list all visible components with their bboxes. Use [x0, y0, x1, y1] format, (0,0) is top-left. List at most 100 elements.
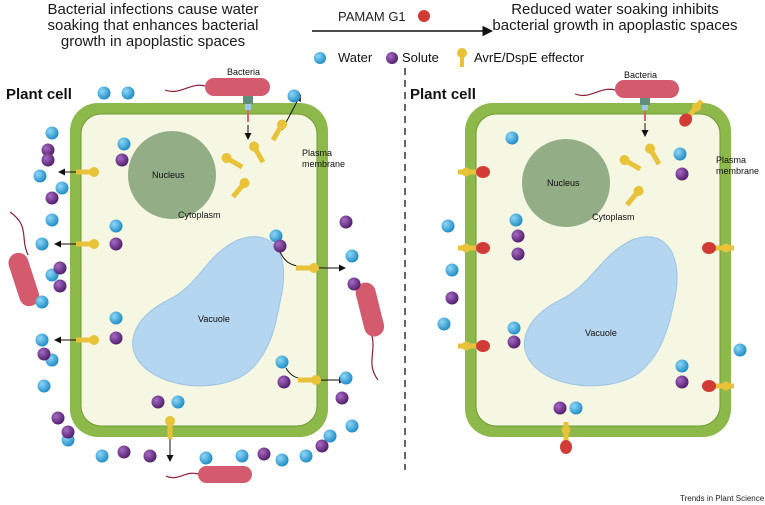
water-molecule [117, 137, 131, 151]
right-cytoplasm-label: Cytoplasm [592, 212, 635, 222]
water-molecule [37, 379, 51, 393]
effector-protein [76, 335, 99, 345]
water-molecule [45, 213, 59, 227]
water-molecule [509, 213, 523, 227]
solute-molecule [51, 411, 65, 425]
solute-molecule [675, 167, 689, 181]
effector-protein [221, 153, 244, 170]
legend-water-icon [314, 52, 326, 64]
water-molecule [109, 219, 123, 233]
blocked-effector [458, 242, 490, 254]
solute-molecule [507, 335, 521, 349]
water-molecule [733, 343, 747, 357]
water-molecule [35, 295, 49, 309]
solute-molecule [53, 279, 67, 293]
left-cytoplasm-label: Cytoplasm [178, 210, 221, 220]
left-vacuole [132, 236, 285, 387]
solute-molecule [109, 237, 123, 251]
right-header-title: Reduced water soaking inhibits bacterial… [492, 1, 738, 34]
effector-protein [76, 239, 99, 249]
water-molecule [35, 237, 49, 251]
effector-protein [625, 185, 644, 207]
solute-molecule [675, 375, 689, 389]
solute-molecule [257, 447, 271, 461]
solute-molecule [143, 449, 157, 463]
water-molecule [323, 429, 337, 443]
right-plasma-membrane-label: Plasma membrane [716, 155, 760, 176]
water-molecule [441, 219, 455, 233]
water-molecule [345, 249, 359, 263]
treatment-label: PAMAM G1 [338, 9, 406, 24]
solute-molecule [109, 331, 123, 345]
solute-molecule [273, 239, 287, 253]
left-bacteria-bottom [165, 466, 252, 483]
water-molecule [287, 89, 301, 103]
solute-molecule [339, 215, 353, 229]
legend-effector-icon [457, 48, 467, 67]
water-molecule [675, 359, 689, 373]
credit-label: Trends in Plant Science [680, 494, 765, 503]
solute-molecule [53, 261, 67, 275]
water-molecule [445, 263, 459, 277]
left-plant-cell [70, 103, 328, 437]
solute-molecule [347, 277, 361, 291]
blocked-effector [702, 380, 734, 392]
solute-molecule [117, 445, 131, 459]
solute-molecule [41, 153, 55, 167]
water-molecule [171, 395, 185, 409]
left-vacuole-label: Vacuole [198, 314, 230, 324]
left-nucleus-label: Nucleus [152, 170, 185, 180]
water-molecule [505, 131, 519, 145]
left-bacteria-label: Bacteria [227, 67, 261, 77]
effector-protein [249, 141, 266, 164]
effector-protein [298, 375, 321, 385]
water-molecule [507, 321, 521, 335]
solute-molecule [151, 395, 165, 409]
water-molecule [569, 401, 583, 415]
effector-protein [270, 119, 287, 142]
blocked-effector [458, 166, 490, 178]
water-molecule [345, 419, 359, 433]
water-molecule [339, 371, 353, 385]
solute-molecule [61, 425, 75, 439]
water-molecule [33, 169, 47, 183]
right-cell-title: Plant cell [410, 86, 476, 103]
water-molecule [437, 317, 451, 331]
right-bacteria-top [574, 80, 679, 137]
water-molecule [35, 333, 49, 347]
left-bacteria-top [164, 78, 270, 140]
legend-solute-label: Solute [402, 50, 439, 65]
effector-protein [619, 155, 642, 172]
effector-protein [165, 416, 175, 439]
left-bacteria-right [355, 282, 385, 381]
solute-molecule [115, 153, 129, 167]
left-cell-title: Plant cell [6, 86, 72, 103]
left-header-title: Bacterial infections cause water soaking… [47, 1, 259, 50]
water-molecule [235, 449, 249, 463]
solute-molecule [511, 229, 525, 243]
blocked-effector [702, 242, 734, 254]
blocked-effector [560, 422, 572, 454]
solute-molecule [37, 347, 51, 361]
solute-molecule [315, 439, 329, 453]
water-molecule [121, 86, 135, 100]
right-vacuole-label: Vacuole [585, 328, 617, 338]
effector-protein [645, 143, 662, 166]
pamam-dot [418, 10, 430, 22]
effector-protein [76, 167, 99, 177]
water-molecule [275, 355, 289, 369]
solute-molecule [445, 291, 459, 305]
solute-molecule [553, 401, 567, 415]
legend-water-label: Water [338, 50, 373, 65]
solute-molecule [277, 375, 291, 389]
blocked-effector [679, 99, 704, 127]
right-nucleus [522, 139, 610, 227]
water-molecule [299, 449, 313, 463]
left-nucleus [128, 131, 216, 219]
solute-molecule [335, 391, 349, 405]
water-molecule [97, 86, 111, 100]
right-bacteria-label: Bacteria [624, 70, 658, 80]
water-molecule [109, 311, 123, 325]
water-molecule [673, 147, 687, 161]
